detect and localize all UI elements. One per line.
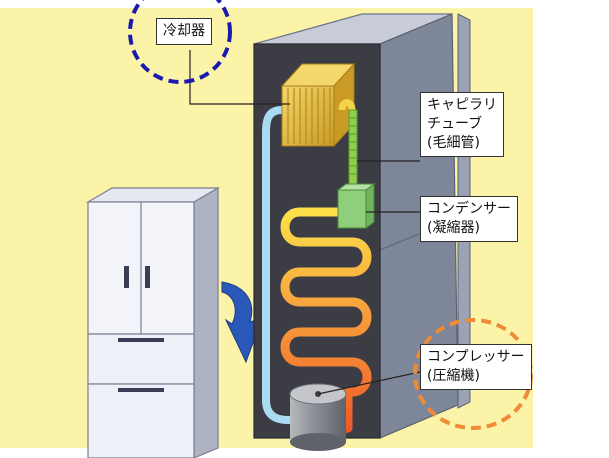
compressor-label-line-1: コンプレッサー	[427, 349, 525, 365]
evaporator-label: 冷却器	[156, 18, 212, 45]
capillary-label-line-1: キャピラリ	[427, 97, 497, 113]
capillary-label-line-3: (毛細管)	[427, 135, 480, 151]
condenser-icon	[336, 183, 376, 229]
compressor-label: コンプレッサー (圧縮機)	[420, 344, 532, 390]
condenser-label: コンデンサー (凝縮器)	[420, 196, 518, 242]
refrigerator-icon	[85, 186, 221, 458]
compressor-label-line-2: (圧縮機)	[427, 368, 480, 384]
leader-line-evaporator	[189, 50, 290, 105]
compressor-icon	[289, 383, 347, 451]
capillary-label-line-2: チューブ	[427, 116, 483, 132]
leader-line-compressor	[317, 371, 421, 395]
suction-pipe	[262, 106, 304, 424]
condenser-label-line-2: (凝縮器)	[427, 220, 480, 236]
evaporator-label-text: 冷却器	[163, 23, 205, 39]
condenser-pipe	[280, 207, 372, 435]
evaporator-icon	[280, 62, 356, 148]
evaporator-highlight-circle	[128, 0, 232, 84]
capillary-tube-label: キャピラリ チューブ (毛細管)	[420, 92, 504, 157]
condenser-label-line-1: コンデンサー	[427, 201, 511, 217]
